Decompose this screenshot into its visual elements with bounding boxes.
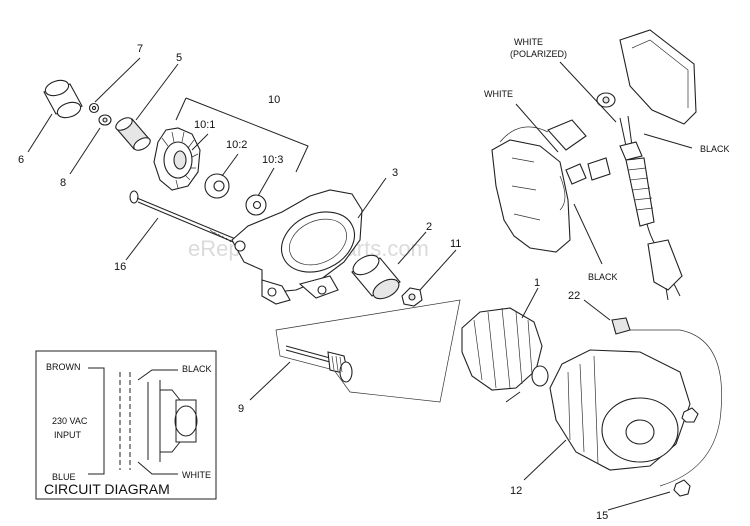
part-2-bearing[interactable] [350, 251, 402, 302]
part-12-motor-housing[interactable] [549, 329, 723, 487]
part-1-armature[interactable] [461, 307, 549, 403]
circuit-label-input: INPUT [54, 430, 82, 440]
wire-label-white-polarized-2: (POLARIZED) [510, 49, 567, 59]
callout-7: 7 [137, 43, 143, 55]
circuit-diagram: BROWN BLACK 230 VAC INPUT BLUE WHITE CIR… [35, 350, 217, 500]
callout-3: 3 [392, 167, 398, 179]
switch-assembly[interactable] [491, 119, 611, 253]
callout-12: 12 [510, 485, 522, 497]
part-22-connector[interactable] [611, 317, 631, 335]
part-3-gear-housing[interactable] [231, 189, 364, 305]
callout-15: 15 [596, 510, 608, 522]
callout-8: 8 [60, 177, 66, 189]
callout-10-1: 10:1 [194, 119, 215, 131]
circuit-label-blue: BLUE [52, 472, 76, 482]
part-9-spindle[interactable] [275, 299, 461, 403]
part-5-sleeve[interactable] [114, 115, 153, 153]
circuit-label-white: WHITE [182, 470, 211, 480]
callout-10-2: 10:2 [226, 139, 247, 151]
callout-10: 10 [268, 94, 280, 106]
wire-label-white-polarized-1: WHITE [514, 37, 543, 47]
callout-2: 2 [426, 221, 432, 233]
callout-10-bracket [175, 97, 309, 173]
circuit-label-brown: BROWN [46, 362, 81, 372]
circuit-label-black: BLACK [182, 364, 212, 374]
wire-label-black-lower: BLACK [588, 272, 618, 282]
part-8-washer[interactable] [98, 114, 112, 126]
part-15-screw[interactable] [673, 479, 691, 497]
wire-label-black-right: BLACK [700, 144, 730, 154]
circuit-diagram-frame [35, 350, 217, 500]
callout-16: 16 [114, 261, 126, 273]
part-10-2-washer[interactable] [204, 173, 230, 199]
callout-11: 11 [450, 238, 461, 250]
part-11-nut[interactable] [401, 287, 423, 307]
callout-5: 5 [176, 52, 182, 64]
callout-10-3: 10:3 [262, 154, 283, 166]
circuit-label-voltage: 230 VAC [52, 416, 88, 426]
power-cord[interactable] [619, 115, 683, 301]
switch-cover[interactable] [596, 29, 697, 125]
leader-lines [27, 57, 693, 511]
callout-1: 1 [534, 277, 540, 289]
callout-9: 9 [238, 403, 244, 415]
part-10-fan-assembly[interactable] [153, 127, 201, 191]
part-6-bushing[interactable] [43, 78, 83, 121]
part-10-3-washer[interactable] [245, 194, 267, 216]
callout-22: 22 [568, 290, 580, 302]
wire-label-white: WHITE [484, 89, 513, 99]
callout-6: 6 [18, 154, 24, 166]
part-7-washer[interactable] [88, 102, 100, 114]
circuit-diagram-title: CIRCUIT DIAGRAM [44, 481, 170, 497]
